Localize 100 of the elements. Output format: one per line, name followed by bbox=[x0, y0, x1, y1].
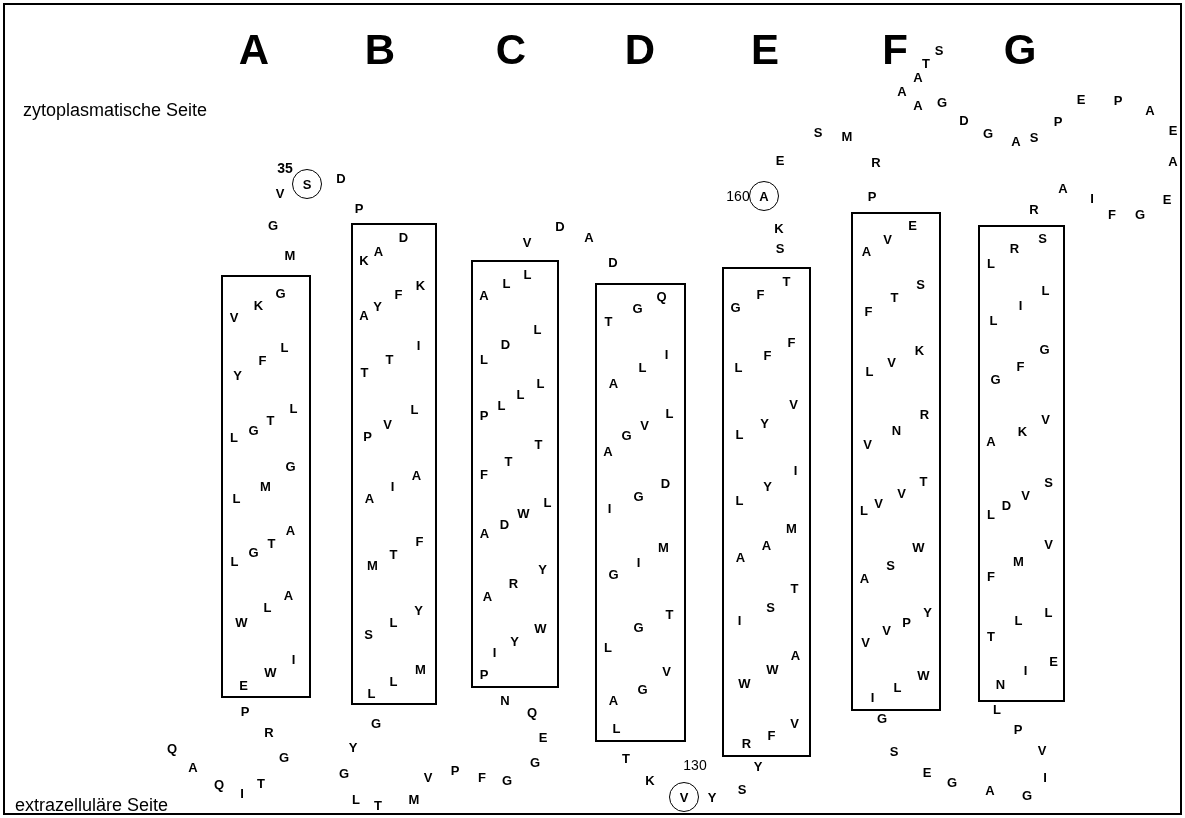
residue-letter: L bbox=[1044, 605, 1053, 618]
residue-letter: I bbox=[870, 690, 875, 703]
residue-letter: A bbox=[482, 589, 493, 602]
residue-letter: A bbox=[608, 693, 619, 706]
residue-letter: F bbox=[394, 287, 403, 300]
residue-letter: V bbox=[897, 486, 906, 499]
residue-letter: V bbox=[1021, 488, 1030, 501]
residue-letter: L bbox=[263, 600, 272, 613]
residue-letter: L bbox=[734, 360, 743, 373]
residue-letter: L bbox=[604, 640, 612, 653]
residue-letter: F bbox=[1016, 359, 1025, 372]
residue-letter: F bbox=[415, 534, 424, 547]
residue-letter: A bbox=[859, 571, 870, 584]
residue-letter: G bbox=[278, 750, 290, 764]
residue-letter: V bbox=[640, 418, 649, 431]
residue-letter: W bbox=[766, 662, 779, 675]
residue-letter: P bbox=[450, 763, 460, 777]
residue-letter: A bbox=[861, 244, 872, 257]
residue-letter: G bbox=[338, 766, 350, 780]
residue-letter: G bbox=[633, 620, 644, 633]
residue-letter: V bbox=[874, 496, 883, 509]
residue-letter: T bbox=[385, 352, 394, 365]
residue-letter: S bbox=[1038, 231, 1047, 245]
residue-letter: D bbox=[959, 113, 969, 127]
residue-letter: F bbox=[864, 304, 873, 317]
residue-letter: Q bbox=[656, 289, 667, 303]
residue-letter: L bbox=[523, 267, 532, 280]
residue-letter: T bbox=[665, 607, 674, 620]
residue-letter: I bbox=[607, 501, 612, 514]
residue-letter: S bbox=[1044, 475, 1053, 488]
residue-letter: M bbox=[284, 248, 296, 262]
residue-letter: G bbox=[267, 218, 279, 232]
residue-letter: G bbox=[990, 372, 1001, 385]
residue-letter: T bbox=[782, 274, 791, 287]
residue-letter: V bbox=[861, 635, 870, 648]
residue-letter: D bbox=[660, 476, 671, 489]
residue-letter: I bbox=[390, 479, 395, 492]
residue-letter: P bbox=[479, 667, 489, 680]
residue-letter: I bbox=[793, 463, 798, 476]
residue-number: 35 bbox=[277, 160, 293, 176]
residue-letter: L bbox=[533, 322, 542, 335]
side-label: extrazelluläre Seite bbox=[15, 796, 169, 813]
residue-letter: A bbox=[735, 550, 746, 563]
residue-letter: V bbox=[882, 623, 891, 636]
residue-letter: L bbox=[502, 276, 511, 289]
residue-letter: L bbox=[735, 427, 744, 440]
residue-letter: K bbox=[359, 253, 369, 266]
residue-letter: Y bbox=[414, 603, 423, 616]
residue-letter: W bbox=[534, 621, 547, 634]
residue-letter: L bbox=[389, 615, 398, 628]
residue-letter: L bbox=[352, 792, 360, 806]
residue-letter: V bbox=[1037, 743, 1047, 757]
residue-letter: I bbox=[492, 645, 497, 658]
residue-letter: Y bbox=[707, 790, 717, 804]
residue-letter: T bbox=[987, 629, 995, 642]
residue-number: 130 bbox=[683, 757, 707, 773]
residue-letter: G bbox=[608, 567, 619, 580]
residue-letter: V bbox=[887, 355, 896, 368]
helix-box bbox=[471, 260, 559, 688]
residue-letter: A bbox=[1145, 103, 1155, 117]
residue-letter: I bbox=[416, 338, 421, 351]
residue-letter: A bbox=[761, 538, 772, 551]
residue-letter: E bbox=[922, 765, 932, 779]
residue-letter: W bbox=[235, 615, 248, 628]
residue-letter: F bbox=[787, 335, 796, 348]
residue-letter: M bbox=[367, 558, 378, 571]
residue-letter: K bbox=[1017, 424, 1028, 437]
helix-label: D bbox=[624, 29, 656, 71]
residue-letter: L bbox=[367, 686, 376, 699]
residue-letter: S bbox=[1029, 130, 1039, 144]
residue-letter: G bbox=[730, 300, 741, 313]
residue-letter: L bbox=[989, 313, 998, 326]
residue-letter: T bbox=[374, 798, 382, 812]
residue-letter: T bbox=[267, 536, 276, 549]
residue-letter: L bbox=[1014, 613, 1023, 626]
side-label: zytoplasmatische Seite bbox=[23, 101, 208, 119]
residue-letter: Y bbox=[538, 562, 547, 575]
residue-letter: T bbox=[534, 437, 543, 450]
residue-letter: G bbox=[946, 775, 958, 789]
helix-label: B bbox=[364, 29, 396, 71]
residue-letter: Y bbox=[373, 299, 382, 312]
residue-letter: K bbox=[645, 773, 655, 787]
residue-letter: W bbox=[738, 676, 751, 689]
residue-letter: A bbox=[985, 783, 995, 797]
residue-letter: M bbox=[1013, 554, 1024, 567]
residue-letter: S bbox=[813, 125, 823, 139]
residue-letter: W bbox=[917, 668, 930, 681]
residue-letter: P bbox=[363, 429, 372, 442]
residue-letter: V bbox=[1041, 412, 1050, 425]
residue-letter: A bbox=[359, 308, 369, 321]
residue-letter: A bbox=[897, 84, 907, 98]
residue-letter: A bbox=[364, 491, 375, 504]
residue-letter: G bbox=[633, 489, 644, 502]
residue-letter: G bbox=[621, 428, 632, 441]
residue-letter: K bbox=[914, 343, 925, 356]
residue-letter: S bbox=[889, 744, 899, 758]
residue-letter: L bbox=[665, 406, 674, 419]
residue-letter: N bbox=[891, 423, 902, 436]
residue-letter: R bbox=[919, 407, 930, 420]
residue-letter: L bbox=[232, 491, 241, 504]
